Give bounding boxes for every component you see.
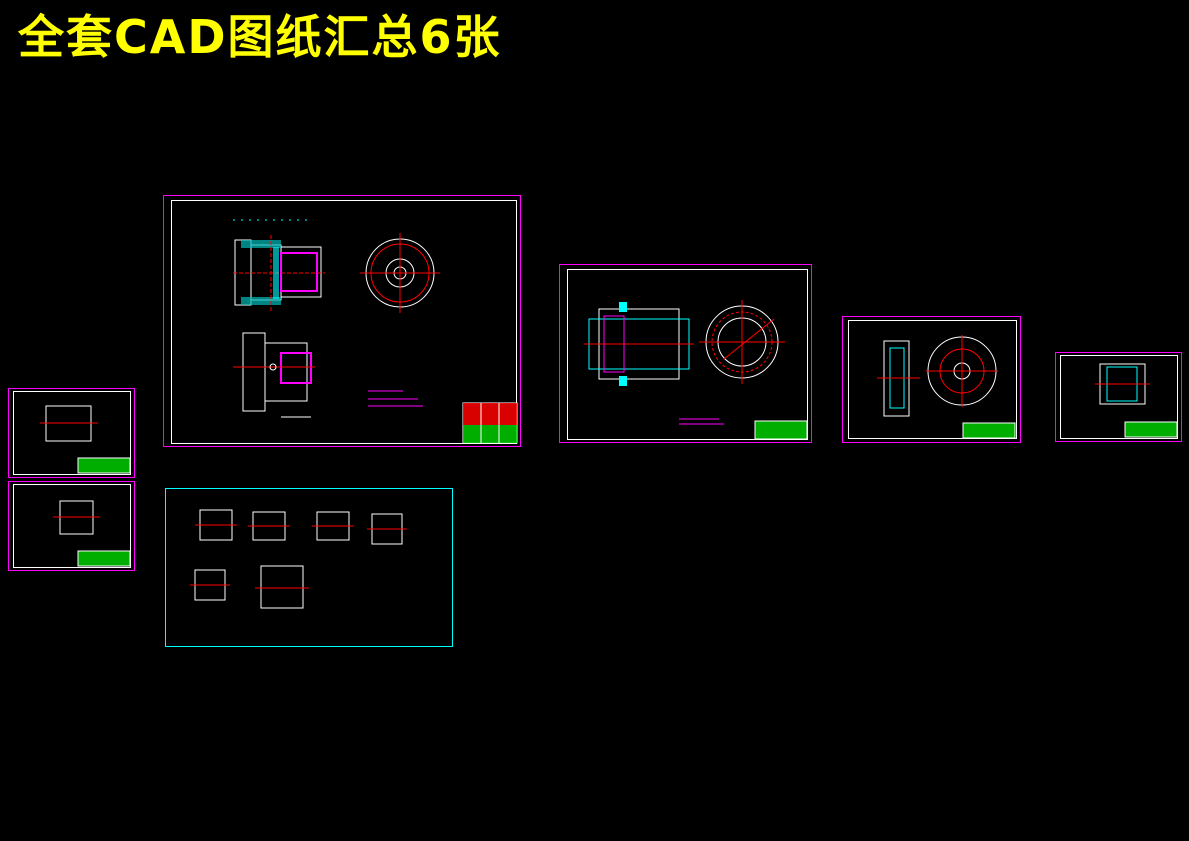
operation-sketch (255, 565, 309, 609)
title-block (462, 402, 518, 444)
sheet-outer-border (842, 316, 1021, 443)
small-part-sheet-bottom-left[interactable] (8, 481, 135, 571)
flange-part-sheet[interactable] (559, 264, 812, 443)
technical-notes (679, 418, 724, 425)
sheet-outer-border (8, 481, 135, 571)
sheet-inner-frame (13, 391, 131, 475)
sheet-inner-frame (1060, 355, 1178, 439)
part-view (53, 500, 100, 535)
sheet-inner-frame (848, 320, 1017, 439)
flange-end-view (699, 300, 785, 384)
sheet-inner-frame (13, 484, 131, 568)
part-view (40, 405, 98, 442)
sheet-outer-border (165, 488, 453, 647)
part-view (1095, 363, 1150, 405)
title-block (962, 422, 1016, 439)
sheet-outer-border (8, 388, 135, 478)
sheet-inner-frame (567, 269, 808, 440)
title-block (754, 420, 808, 440)
title-block (77, 550, 131, 567)
title-block (77, 457, 131, 474)
small-part-sheet-top-left[interactable] (8, 388, 135, 478)
sheet-outer-border (163, 195, 521, 447)
operation-sketch (312, 511, 354, 541)
sheet-inner-frame (171, 200, 517, 444)
hub-end-view (926, 335, 998, 407)
process-sheet[interactable] (165, 488, 453, 647)
operation-sketch (248, 511, 290, 541)
assembly-bottom-view (233, 332, 315, 418)
assembly-section-view (233, 219, 325, 313)
operation-sketch (367, 513, 407, 545)
hub-section-view (877, 340, 920, 417)
sheet-outer-border (1055, 352, 1182, 442)
operation-sketch (190, 569, 230, 601)
technical-notes (368, 390, 423, 407)
assembly-drawing-sheet[interactable] (163, 195, 521, 447)
small-part-sheet-right[interactable] (1055, 352, 1182, 442)
assembly-end-view (360, 233, 440, 313)
flange-section-view (584, 302, 694, 386)
operation-sketch (195, 509, 237, 541)
sheet-outer-border (559, 264, 812, 443)
hub-part-sheet[interactable] (842, 316, 1021, 443)
title-block (1124, 421, 1178, 438)
drawing-set-title: 全套CAD图纸汇总6张 (18, 10, 502, 64)
